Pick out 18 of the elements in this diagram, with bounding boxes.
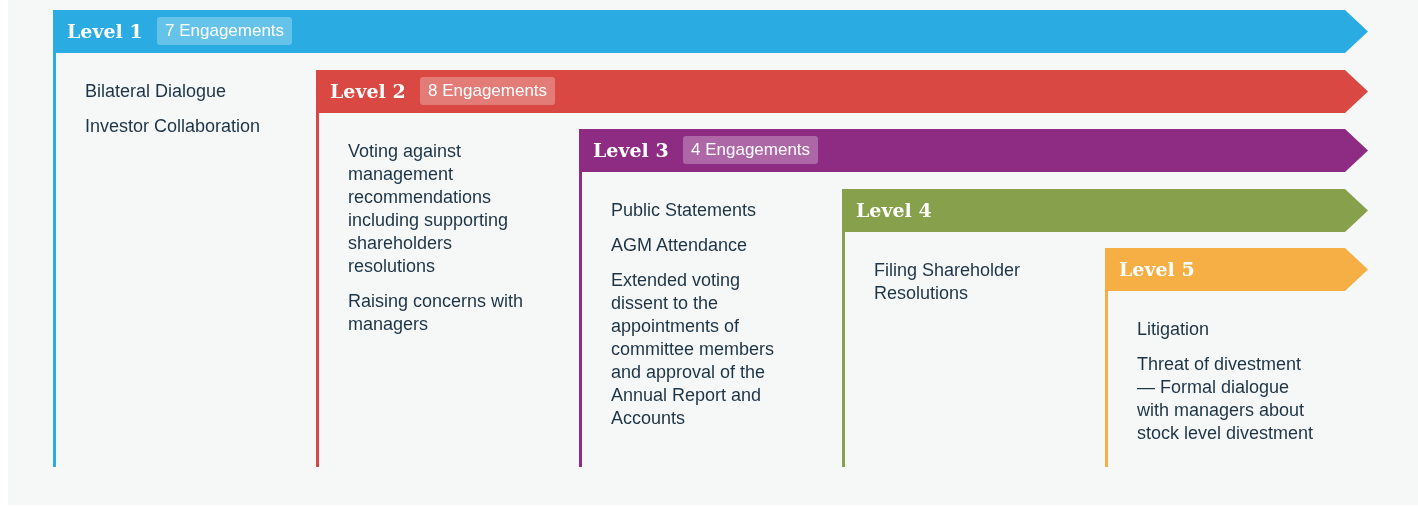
action-item: Litigation <box>1137 318 1211 341</box>
action-item: Public Statements <box>611 199 758 222</box>
action-item: Threat of divestment — Formal dialogue with managers about stock level divestment <box>1137 353 1315 445</box>
engagement-badge: 8 Engagements <box>420 76 556 105</box>
action-item: Voting against management recommendations including supporting shareholders resolutions <box>348 139 510 278</box>
engagement-badge: 7 Engagements <box>157 17 293 45</box>
level-heading: Level 1 <box>67 19 143 43</box>
level-heading: Level 4 <box>856 197 932 222</box>
action-item: Extended voting dissent to the appointments of committee members and approval of the Annual Report and Accounts <box>611 269 776 430</box>
action-item: Raising concerns with managers <box>348 289 525 336</box>
level-heading: Level 5 <box>1119 257 1195 281</box>
level-heading: Level 2 <box>330 78 406 103</box>
action-item: Filing Shareholder Resolutions <box>874 258 1022 305</box>
action-item: Bilateral Dialogue <box>85 80 228 103</box>
engagement-badge: 4 Engagements <box>683 136 819 164</box>
action-item: Investor Collaboration <box>85 115 262 138</box>
action-item: AGM Attendance <box>611 234 749 257</box>
level-heading: Level 3 <box>593 138 669 162</box>
